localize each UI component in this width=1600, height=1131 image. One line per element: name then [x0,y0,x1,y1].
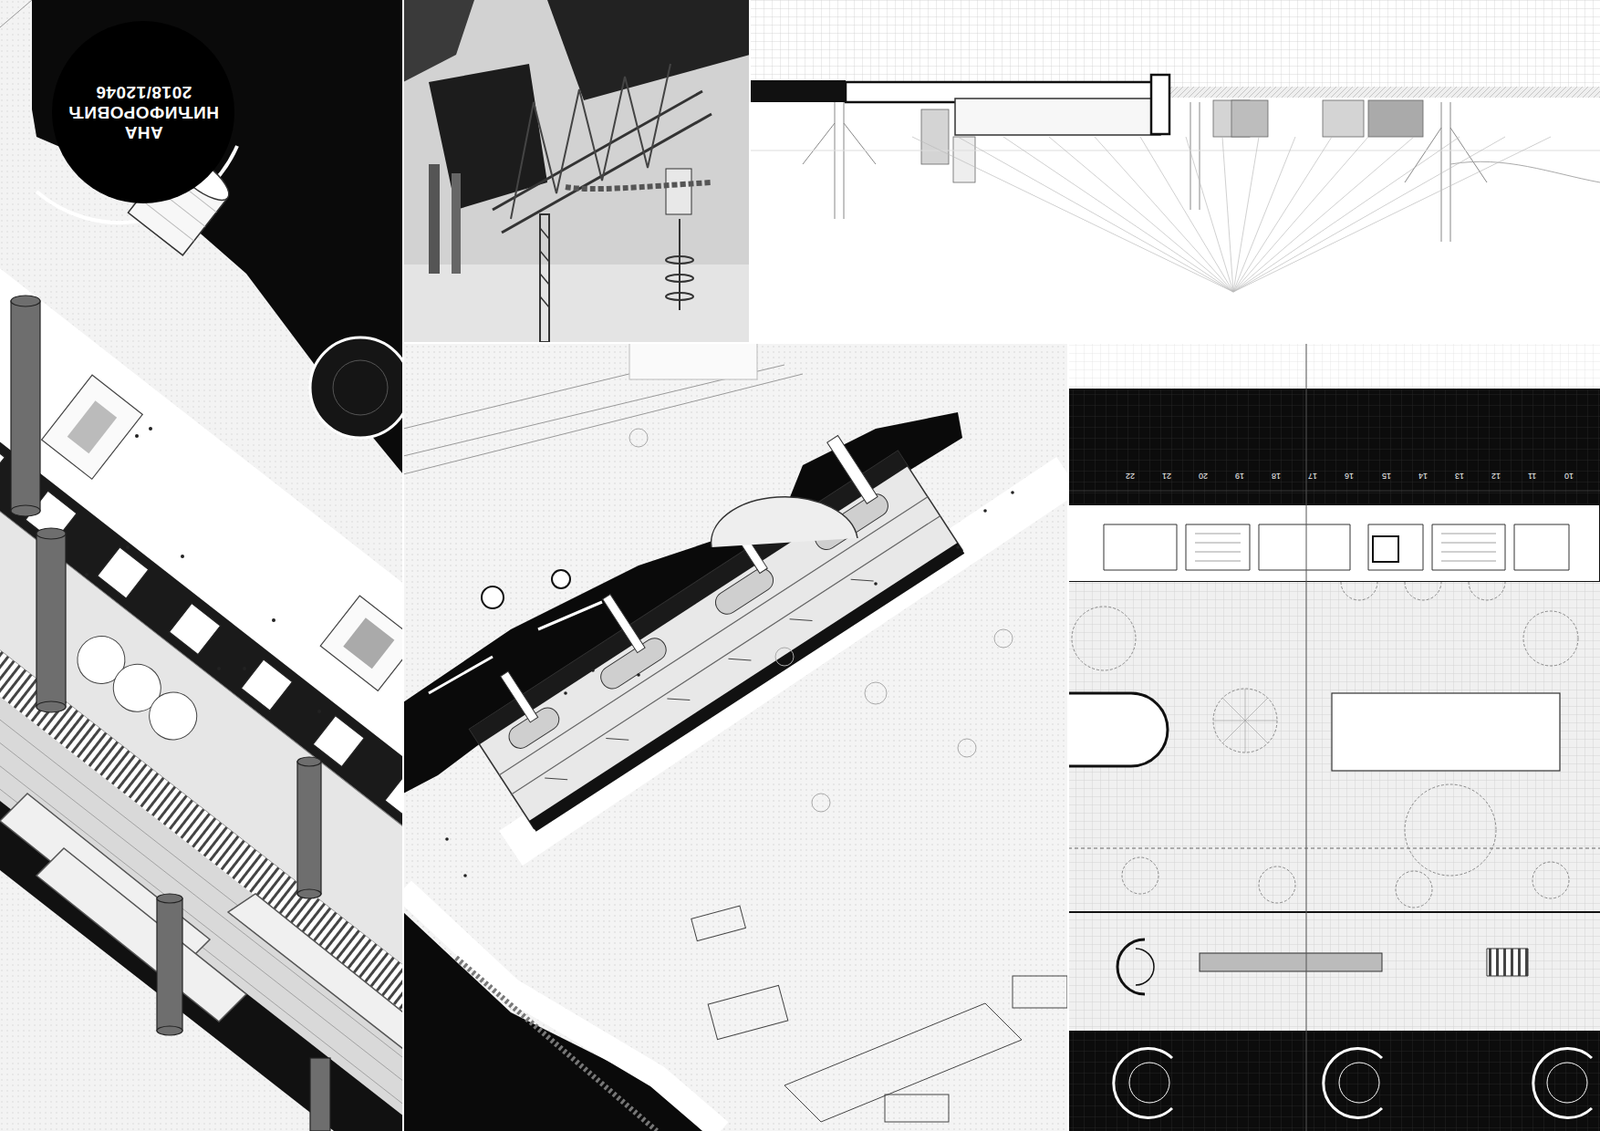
grid-number: 21 [1162,471,1172,481]
grid-number: 10 [1564,471,1574,481]
grid-number: 19 [1235,471,1245,481]
grid-number: 12 [1491,471,1501,481]
floor-plan [1068,342,1600,1131]
panel-borders [403,0,1600,1131]
section-drawing [749,0,1600,343]
grid-number: 16 [1344,471,1354,481]
grid-number: 18 [1271,471,1281,481]
grid-number: 13 [1454,471,1465,481]
site-axonometric [403,342,1069,1131]
grid-number: 14 [1418,471,1428,481]
grid-number: 15 [1381,471,1392,481]
student-number: 2018/12046 [68,82,219,103]
author-name: АНА НИЋИФОРОВИЋ [68,102,219,143]
model-photo [403,0,750,343]
grid-number: 17 [1308,471,1318,481]
grid-number: 22 [1125,471,1135,481]
title-circle: АНА НИЋИФОРОВИЋ2018/12046 [51,20,235,204]
grid-number: 20 [1198,471,1208,481]
axonometric-detail [0,0,404,1131]
grid-number: 11 [1527,471,1537,481]
